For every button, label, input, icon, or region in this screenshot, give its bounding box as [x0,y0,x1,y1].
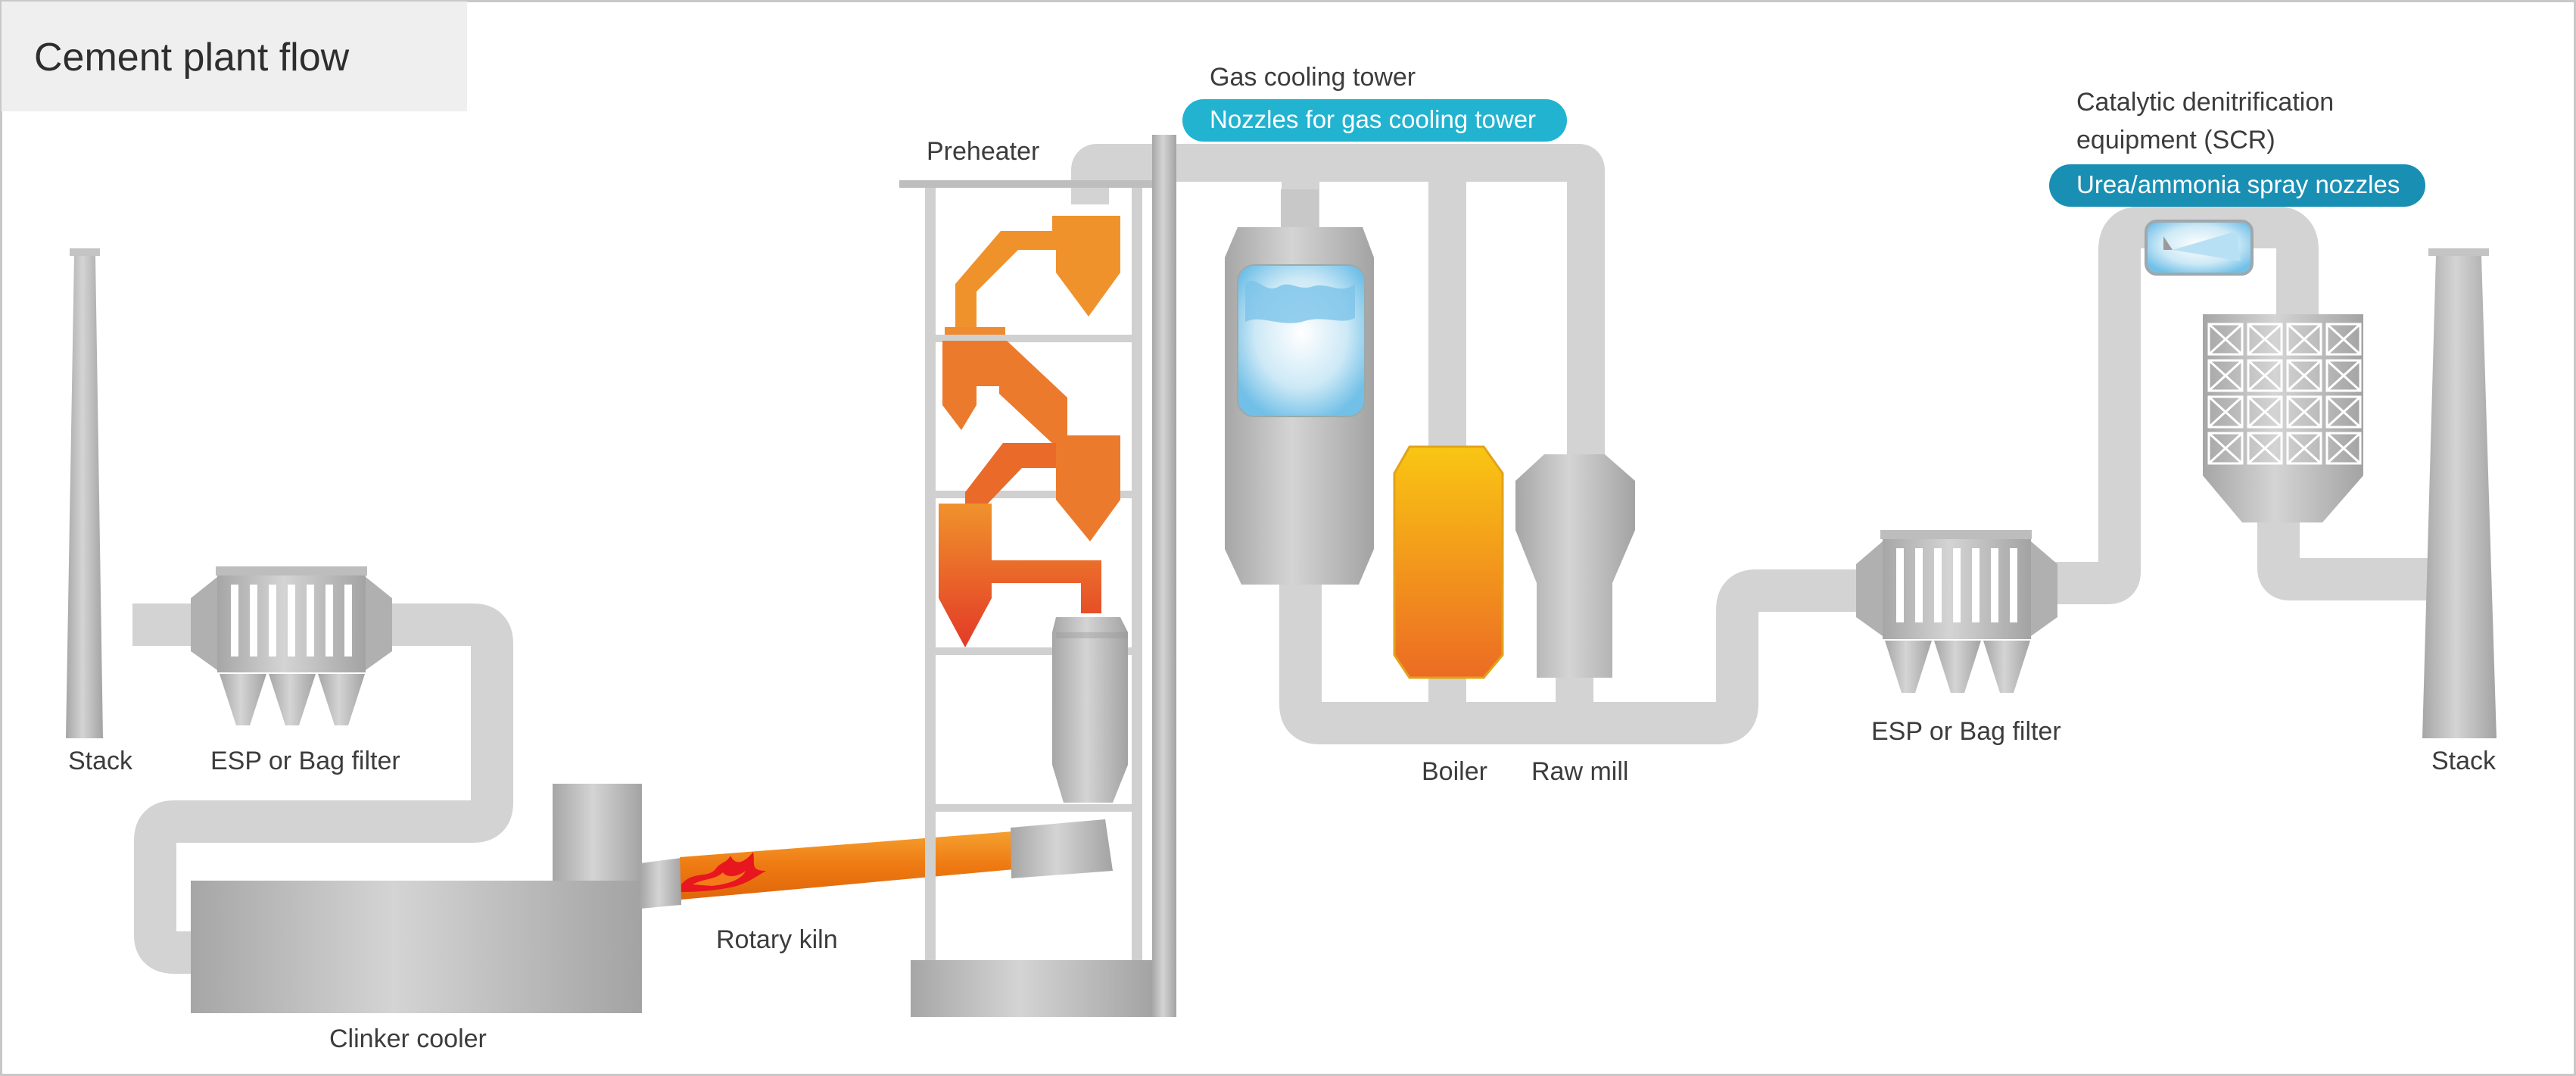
stack-left [66,248,103,738]
preheater-tower [899,135,1176,1017]
label-boiler: Boiler [1422,757,1487,786]
label-stack-left: Stack [68,747,133,775]
callout-nozzles-gas-cooling: Nozzles for gas cooling tower [1182,99,1567,142]
esp-filter-right [1856,530,2057,693]
label-scr-line2: equipment (SCR) [2076,126,2275,154]
esp-filter-left [191,566,392,725]
label-clinker-cooler: Clinker cooler [329,1025,487,1053]
label-raw-mill: Raw mill [1531,757,1628,786]
label-preheater: Preheater [927,137,1039,166]
raw-mill [1515,454,1635,678]
stack-right [2422,248,2497,738]
preheater-cyclones [939,216,1120,647]
callout-nozzles-gas-cooling-text: Nozzles for gas cooling tower [1210,105,1536,133]
label-rotary-kiln: Rotary kiln [716,925,838,954]
rotary-kiln [640,819,1113,909]
label-stack-right: Stack [2431,747,2497,775]
flame-icon [681,852,766,892]
label-gas-cooling-tower: Gas cooling tower [1210,63,1416,92]
label-esp-left: ESP or Bag filter [210,747,400,775]
label-esp-right: ESP or Bag filter [1871,717,2061,746]
gas-cooling-tower [1225,189,1374,585]
callout-urea-nozzles: Urea/ammonia spray nozzles [2049,164,2425,207]
title-box [2,2,467,111]
calciner [1052,617,1128,803]
scr-unit [2145,220,2363,522]
boiler [1393,445,1504,679]
label-scr-line1: Catalytic denitrification [2076,88,2334,117]
page-title: Cement plant flow [34,36,350,80]
callout-urea-nozzles-text: Urea/ammonia spray nozzles [2076,170,2400,198]
clinker-cooler [191,784,642,1013]
